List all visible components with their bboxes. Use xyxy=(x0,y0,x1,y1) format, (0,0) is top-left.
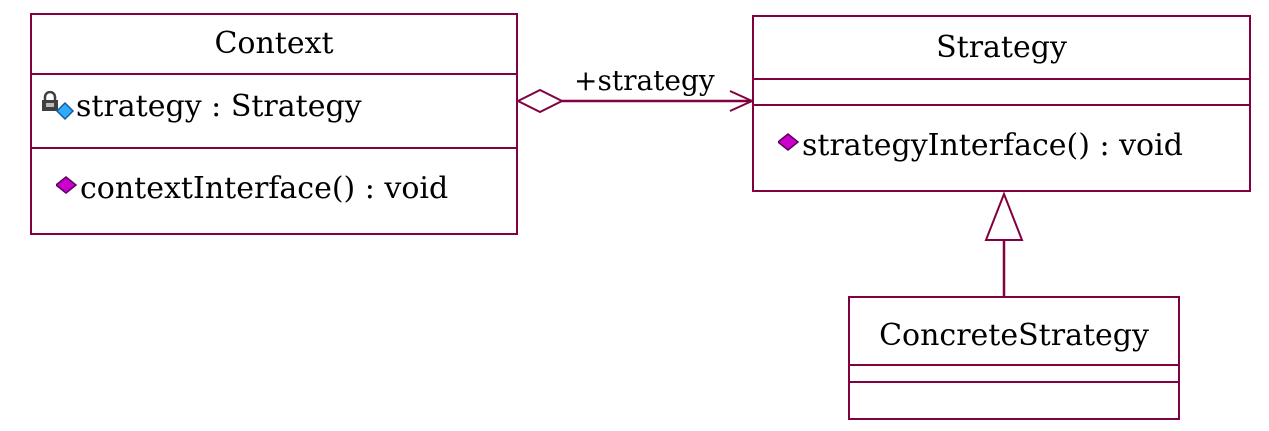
association-role-label: +strategy xyxy=(574,64,715,97)
strategy-operation-row[interactable]: strategyInterface() : void xyxy=(776,128,1183,163)
strategy-attributes-compartment xyxy=(754,80,1249,106)
navigability-arrowhead xyxy=(729,90,755,112)
context-operations-compartment: contextInterface() : void xyxy=(32,149,516,233)
aggregation-relationship[interactable] xyxy=(515,88,755,114)
strategy-operation-text: strategyInterface() : void xyxy=(802,128,1183,163)
concrete-strategy-name-compartment: ConcreteStrategy xyxy=(850,298,1178,366)
context-operation-text: contextInterface() : void xyxy=(80,171,449,206)
generalization-triangle xyxy=(984,191,1024,241)
strategy-operations-compartment: strategyInterface() : void xyxy=(754,106,1249,190)
context-attribute-text: strategy : Strategy xyxy=(76,89,362,124)
operation-icon xyxy=(776,130,802,162)
context-attributes-compartment: strategy : Strategy xyxy=(32,75,516,149)
strategy-name-compartment: Strategy xyxy=(754,17,1249,80)
concrete-strategy-attributes-compartment xyxy=(850,366,1178,383)
context-class[interactable]: Context strategy : Strategy xyxy=(30,13,518,235)
private-attribute-icon xyxy=(40,90,76,123)
context-attribute-row[interactable]: strategy : Strategy xyxy=(40,91,362,123)
concrete-strategy-class[interactable]: ConcreteStrategy xyxy=(848,296,1180,420)
operation-icon xyxy=(54,173,80,205)
strategy-class-name: Strategy xyxy=(936,30,1067,65)
context-name-compartment: Context xyxy=(32,15,516,75)
context-class-name: Context xyxy=(214,26,334,61)
aggregation-diamond xyxy=(515,88,565,114)
generalization-relationship[interactable] xyxy=(984,191,1024,296)
context-operation-row[interactable]: contextInterface() : void xyxy=(54,171,449,206)
strategy-class[interactable]: Strategy strategyInterface() : void xyxy=(752,15,1251,192)
concrete-strategy-class-name: ConcreteStrategy xyxy=(879,318,1149,353)
